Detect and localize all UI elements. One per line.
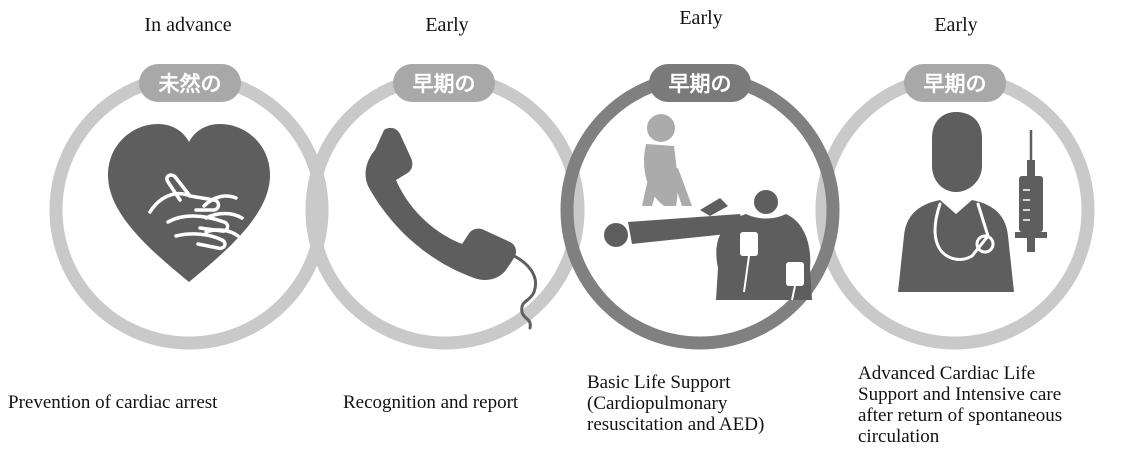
- svg-text:早期の: 早期の: [669, 72, 732, 96]
- step-4-caption-line: circulation: [858, 426, 1062, 447]
- step-3-caption-line: resuscitation and AED): [587, 414, 764, 435]
- step-4-badge: 早期の: [904, 64, 1006, 102]
- step-2-badge: 早期の: [393, 64, 495, 102]
- heart-hands-icon: [108, 124, 270, 282]
- step-1-badge: 未然の: [139, 64, 241, 102]
- step-3-caption-line: (Cardiopulmonary: [587, 393, 764, 414]
- step-2-caption: Recognition and report: [343, 392, 518, 413]
- step-3-caption-line: Basic Life Support: [587, 372, 764, 393]
- step-4-caption-line: Advanced Cardiac Life: [858, 363, 1062, 384]
- step-4-caption-line: Support and Intensive care: [858, 384, 1062, 405]
- step-4-caption: Advanced Cardiac Life Support and Intens…: [858, 363, 1062, 447]
- svg-text:早期の: 早期の: [413, 72, 476, 96]
- phone-handset-icon: [366, 128, 536, 328]
- step-3-caption: Basic Life Support (Cardiopulmonary resu…: [587, 372, 764, 435]
- svg-text:早期の: 早期の: [924, 72, 987, 96]
- step-4-caption-line: after return of spontaneous: [858, 405, 1062, 426]
- cpr-aed-icon: [604, 114, 812, 300]
- step-2-ring: [312, 77, 578, 343]
- svg-text:未然の: 未然の: [159, 72, 222, 96]
- doctor-syringe-icon: [898, 112, 1047, 292]
- step-3-badge: 早期の: [649, 64, 751, 102]
- step-1-caption: Prevention of cardiac arrest: [8, 392, 217, 413]
